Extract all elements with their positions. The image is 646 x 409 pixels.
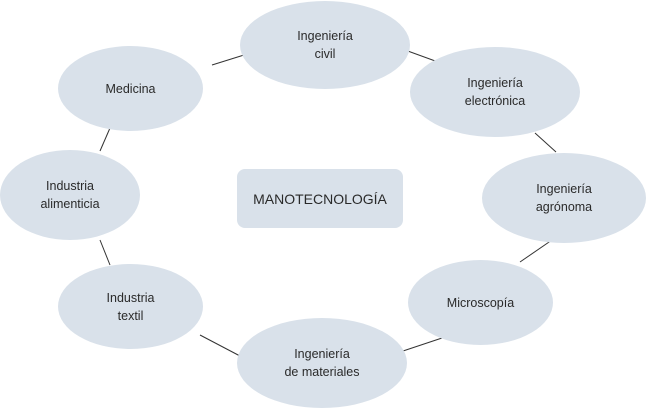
node-ingenieria-electronica: Ingeniería electrónica [410, 47, 580, 137]
node-label: Ingeniería electrónica [464, 76, 526, 108]
connector [519, 239, 553, 263]
node-label: Ingeniería agrónoma [535, 182, 593, 214]
node-label: Microscopía [446, 295, 515, 310]
node-ingenieria-materiales: Ingeniería de materiales [237, 318, 407, 408]
node-microscopia: Microscopía [408, 260, 553, 345]
node-label: Medicina [105, 81, 156, 96]
connector [399, 337, 443, 353]
node-ingenieria-agronoma: Ingeniería agrónoma [482, 153, 646, 243]
node-ingenieria-civil: Ingeniería civil [240, 1, 410, 89]
node-label: Industria textil [106, 290, 155, 323]
node-label: Industria alimenticia [40, 179, 100, 211]
connector [199, 334, 241, 357]
node-label: Ingeniería civil [297, 29, 353, 61]
connector [99, 127, 111, 152]
node-label: Ingeniería de materiales [284, 347, 360, 379]
connector [99, 239, 111, 266]
node-industria-textil: Industria textil [58, 264, 203, 349]
node-medicina: Medicina [58, 46, 203, 131]
node-industria-alimenticia: Industria alimenticia [0, 150, 140, 240]
central-concept: MANOTECNOLOGÍA [237, 169, 403, 228]
central-label: MANOTECNOLOGÍA [253, 190, 387, 207]
connector [534, 132, 557, 153]
connector [211, 54, 245, 66]
